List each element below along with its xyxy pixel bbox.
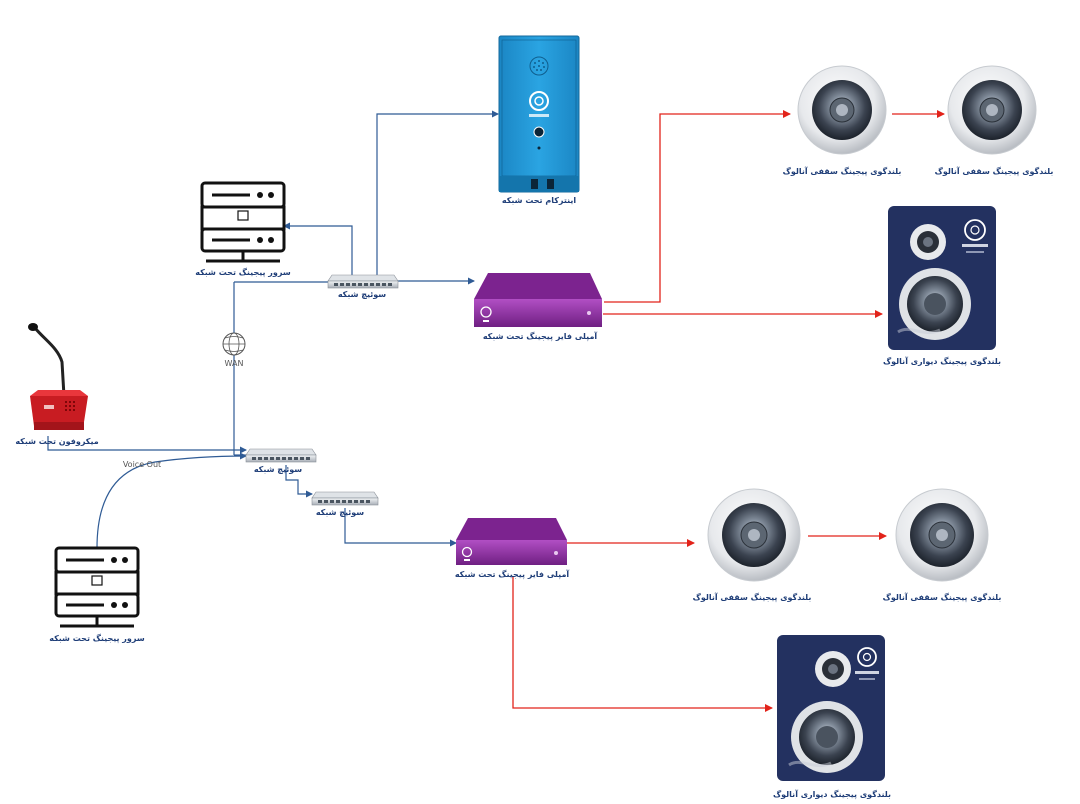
ceiling-speaker-top-2-label: بلندگوی پیجینگ سقفی آنالوگ bbox=[935, 166, 1054, 176]
intercom-label: اینترکام تحت شبکه bbox=[502, 196, 576, 205]
amp-bottom-to-wall-link bbox=[512, 577, 773, 712]
switch-to-switch-link bbox=[285, 465, 313, 498]
amplifier-top-label: آمپلی فایر پیجینگ تحت شبکه bbox=[483, 331, 598, 341]
network-switch-middle-label: سوئیچ شبکه bbox=[254, 465, 302, 474]
ceiling-speaker-top-2-icon bbox=[947, 65, 1037, 155]
ceiling-speaker-bottom-2-icon bbox=[895, 488, 989, 582]
ceiling-speaker-top-1-icon bbox=[797, 65, 887, 155]
voice-out-label: Voice Out bbox=[123, 460, 161, 469]
wan-label: WAN bbox=[225, 359, 244, 368]
microphone-icon bbox=[28, 323, 88, 430]
amplifier-bottom-icon bbox=[456, 518, 567, 565]
network-switch-top-icon bbox=[327, 274, 399, 289]
amplifier-top-icon bbox=[474, 273, 602, 327]
paging-server-top-label: سرور پیجینگ تحت شبکه bbox=[195, 267, 291, 277]
audio-links bbox=[512, 110, 945, 712]
network-switch-bottom-icon bbox=[311, 491, 379, 506]
network-switch-middle-icon bbox=[245, 448, 317, 463]
wall-speaker-bottom-icon bbox=[777, 635, 885, 781]
microphone-to-switch-link bbox=[47, 436, 247, 454]
wan-globe-icon bbox=[222, 332, 246, 356]
ceiling-speaker-bottom-2-label: بلندگوی پیجینگ سقفی آنالوگ bbox=[883, 592, 1002, 602]
paging-server-top-icon bbox=[200, 181, 286, 263]
switch-to-server-top-link bbox=[283, 222, 353, 276]
ceiling-speaker-bottom-1-label: بلندگوی پیجینگ سقفی آنالوگ bbox=[693, 592, 812, 602]
wall-speaker-bottom-label: بلندگوی پیجینگ دیواری آنالوگ bbox=[773, 789, 891, 799]
wall-speaker-top-icon bbox=[888, 206, 996, 350]
switch-to-intercom-link bbox=[376, 110, 499, 276]
switch-to-amplifier-bottom-link bbox=[344, 508, 457, 547]
network-switch-top-label: سوئیچ شبکه bbox=[338, 290, 386, 299]
paging-server-bottom-icon bbox=[54, 546, 140, 628]
wall-speaker-top-label: بلندگوی پیجینگ دیواری آنالوگ bbox=[883, 356, 1001, 366]
network-switch-bottom-label: سوئیچ شبکه bbox=[316, 508, 364, 517]
amplifier-bottom-label: آمپلی فایر پیجینگ تحت شبکه bbox=[455, 569, 570, 579]
amp-top-to-ceiling-link bbox=[604, 110, 791, 303]
microphone-label: میکروفون تحت شبکه bbox=[15, 437, 98, 446]
ceiling-speaker-bottom-1-icon bbox=[707, 488, 801, 582]
voice-out-link bbox=[96, 452, 247, 549]
intercom-icon bbox=[498, 35, 580, 193]
paging-server-bottom-label: سرور پیجینگ تحت شبکه bbox=[49, 633, 145, 643]
network-links bbox=[47, 110, 499, 549]
ceiling-speaker-top-1-label: بلندگوی پیجینگ سقفی آنالوگ bbox=[783, 166, 902, 176]
